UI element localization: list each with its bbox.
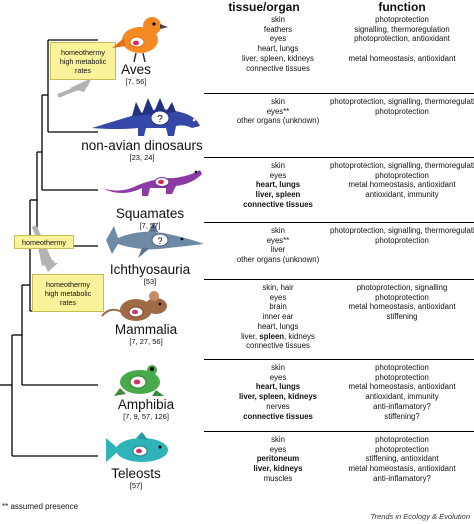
ichthyosaur-icon: ?: [106, 222, 204, 258]
tissue-cell: eyes: [269, 34, 287, 44]
function-cell: metal homeostasis, antioxidant: [348, 302, 456, 312]
tissue-header: tissue/organ: [228, 0, 300, 14]
taxon-label-squamates: Squamates [7, 57]: [115, 206, 185, 230]
tissue-cell: liver: [270, 245, 286, 255]
trait-box-mammalia: homeothermy high metabolic rates: [32, 274, 104, 312]
taxon-label-aves: Aves [7, 56]: [121, 62, 151, 86]
tissue-cell: nerves: [266, 401, 290, 411]
function-cell: anti-inflamatory?: [373, 473, 431, 483]
tissue-cell: connective tissues: [246, 341, 310, 351]
function-cell: photoprotection: [375, 170, 429, 180]
function-cell: photoprotection: [375, 372, 429, 382]
tissue-cell: skin: [271, 161, 285, 170]
function-cell: antioxidant, immunity: [365, 392, 439, 402]
tissue-cell: heart, lungs: [255, 382, 301, 392]
tissue-cell: eyes: [269, 444, 287, 454]
bird-icon: [112, 17, 168, 63]
tissue-cell: liver, spleen, kidneys: [242, 53, 314, 63]
lizard-icon: [102, 170, 202, 196]
trait-row-ichthyosauria: skin photoprotection, signalling, thermor…: [204, 222, 474, 268]
tissue-cell: other organs (unknown): [236, 255, 320, 265]
tissue-cell: skin: [271, 226, 285, 235]
function-cell: metal homeostasis, antioxidant: [348, 382, 456, 392]
function-cell: metal homeostasis, antioxidant: [348, 180, 456, 190]
svg-text:?: ?: [157, 236, 162, 246]
tissue-cell: liver, kidneys: [253, 464, 303, 474]
footnote: ** assumed presence: [2, 502, 79, 511]
tissue-cell: heart, lungs: [257, 44, 299, 54]
tissue-cell: liver, spleen: [255, 190, 301, 200]
tissue-cell: eyes: [269, 170, 287, 180]
function-cell: photoprotection: [375, 235, 429, 245]
function-cell: photoprotection, signalling, thermoregul…: [330, 226, 474, 235]
function-cell: photoprotection, signalling, thermoregul…: [330, 161, 474, 170]
trait-row-teleosts: skin photoprotection eyes photoprotection pe…: [204, 431, 474, 487]
function-cell: photoprotection, signalling, thermoregul…: [330, 97, 474, 106]
tissue-cell: feathers: [263, 24, 293, 34]
tissue-cell: other organs (unknown): [236, 116, 320, 126]
function-cell: signalling, thermoregulation: [354, 24, 450, 34]
function-cell: stiffening, antioxidant: [365, 454, 439, 464]
function-cell: metal homeostasis, antioxidant: [348, 53, 456, 63]
function-cell: photoprotection: [375, 106, 429, 116]
svg-text:?: ?: [157, 114, 163, 125]
function-cell: metal homeostasis, antioxidant: [348, 464, 456, 474]
function-cell: anti-inflamatory?: [373, 401, 431, 411]
taxon-label-mammalia: Mammalia [7, 27, 56]: [114, 322, 178, 346]
tissue-cell: eyes: [269, 372, 287, 382]
taxon-label-ichthyosauria: Ichthyosauria [53]: [109, 262, 191, 286]
tissue-cell: connective tissues: [243, 411, 313, 421]
tissue-cell: heart, lungs: [257, 321, 299, 331]
tissue-cell: skin: [271, 363, 285, 372]
tissue-cell: liver, spleen, kidneys: [241, 331, 315, 341]
trait-row-amphibia: skin photoprotection eyes photoprotection he…: [204, 359, 474, 424]
function-cell: photoprotection, signalling: [356, 283, 448, 292]
mouse-icon: [101, 291, 167, 321]
function-cell: photoprotection: [375, 444, 429, 454]
function-cell: stiffening: [386, 312, 418, 322]
trait-box-aves: homeothermy high metabolic rates: [50, 42, 116, 80]
function-cell: photoprotection: [375, 363, 429, 372]
tissue-cell: skin: [271, 15, 285, 24]
frog-icon: [114, 365, 164, 396]
function-cell: photoprotection: [375, 292, 429, 302]
tissue-cell: muscles: [263, 473, 293, 483]
tissue-cell: inner ear: [262, 312, 294, 322]
trait-row-mammalia: skin, hair photoprotection, signalling eye…: [204, 279, 474, 354]
tissue-cell: skin: [271, 435, 285, 444]
tissue-cell: skin: [271, 97, 285, 106]
tissue-cell: connective tissues: [243, 199, 313, 209]
trait-row-squamates: skin photoprotection, signalling, thermor…: [204, 157, 474, 213]
tissue-cell: heart, lungs: [255, 180, 301, 190]
tissue-cell: peritoneum: [256, 454, 300, 464]
tissue-cell: liver, spleen, kidneys: [238, 392, 317, 402]
tissue-cell: skin, hair: [262, 283, 294, 292]
dinosaur-icon: ?: [92, 98, 200, 136]
tissue-cell: brain: [269, 302, 287, 312]
function-cell: stiffening?: [384, 411, 420, 421]
tissue-cell: eyes**: [266, 106, 290, 116]
taxon-label-amphibia: Amphibia [7, 9, 57, 126]: [117, 397, 175, 421]
function-cell: photoprotection: [375, 435, 429, 444]
function-cell: photoprotection: [375, 15, 429, 24]
trait-row-aves: skin photoprotection feathers signalling, t…: [204, 12, 474, 76]
fish-icon: [106, 432, 168, 462]
trait-row-non-avian-dinosaurs: skin photoprotection, signalling, thermor…: [204, 93, 474, 129]
journal-credit: Trends in Ecology & Evolution: [370, 512, 471, 521]
function-cell: antioxidant, immunity: [365, 190, 439, 200]
tissue-cell: connective tissues: [246, 63, 310, 73]
taxon-label-teleosts: Teleosts [57]: [111, 466, 161, 490]
function-header: function: [378, 0, 426, 14]
tissue-cell: eyes**: [266, 235, 290, 245]
tissue-cell: eyes: [269, 292, 287, 302]
taxon-label-dinosaurs: non-avian dinosaurs [23, 24]: [81, 138, 203, 162]
function-cell: photoprotection, antioxidant: [354, 34, 450, 44]
trait-box-ichthyosauria: homeothermy: [14, 235, 74, 249]
